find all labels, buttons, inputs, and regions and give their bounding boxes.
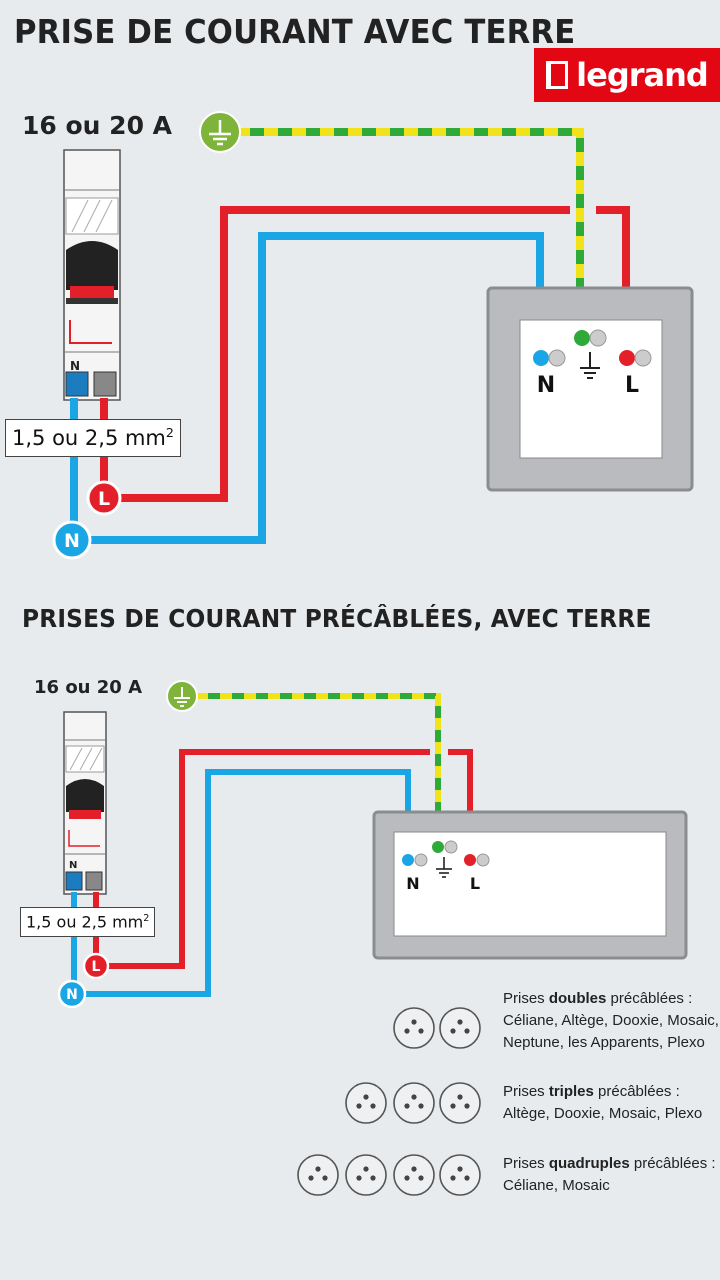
socket-quad-icon [393, 1154, 435, 1196]
neutral-wire-2 [71, 769, 411, 997]
svg-text:N: N [64, 530, 80, 552]
socket-quad-icon [297, 1154, 339, 1196]
svg-text:L: L [98, 488, 110, 510]
live-tag-1: L [86, 480, 122, 516]
legrand-logo: legrand [534, 48, 720, 102]
terminal-n-label-1: N [537, 373, 555, 398]
live-wire-1 [100, 206, 570, 502]
section-title-2: PRISES DE COURANT PRÉCÂBLÉES, AVEC TERRE [22, 604, 652, 633]
earth-symbol-1 [199, 111, 241, 153]
svg-text:N: N [66, 987, 78, 1003]
legend-triple: Prises triples précâblées : Altège, Doox… [503, 1083, 703, 1122]
socket-triple-icon [345, 1082, 387, 1124]
legend-icons [297, 1007, 481, 1196]
legrand-mark-icon [546, 61, 569, 89]
socket-quad-icon [439, 1154, 481, 1196]
terminal-l-label-2: L [470, 874, 480, 893]
socket-triple-icon [439, 1082, 481, 1124]
diagram-2: N N L [57, 680, 688, 1009]
wire-section-box-2: 1,5 ou 2,5 mm2 [20, 907, 156, 938]
breaker-rating-1: 16 ou 20 A [22, 111, 173, 140]
diagram-1: N [52, 111, 694, 560]
svg-text:L: L [92, 959, 101, 975]
breaker-n-label: N [70, 359, 80, 373]
wire-section-box-1: 1,5 ou 2,5 mm2 [5, 419, 181, 457]
live-wire-2 [93, 749, 430, 969]
outlet-1: N L [486, 286, 694, 492]
earth-wire-2 [196, 693, 441, 842]
breaker-rating-2: 16 ou 20 A [34, 677, 143, 698]
breaker-1: N [63, 149, 121, 401]
terminal-l-label-1: L [625, 373, 639, 398]
legrand-wordmark: legrand [576, 56, 709, 94]
page-title: PRISE DE COURANT AVEC TERRE [14, 12, 576, 51]
socket-double-icon [393, 1007, 435, 1049]
terminal-n-label-2: N [406, 874, 419, 893]
breaker-2-n-label: N [69, 860, 77, 871]
earth-symbol-2 [166, 680, 198, 712]
socket-triple-icon [393, 1082, 435, 1124]
legend-quad: Prises quadruples précâblées : Céliane, … [503, 1155, 716, 1194]
neutral-tag-1: N [52, 520, 92, 560]
neutral-wire-1 [70, 232, 544, 544]
neutral-tag-2: N [57, 979, 87, 1009]
socket-double-icon [439, 1007, 481, 1049]
socket-quad-icon [345, 1154, 387, 1196]
breaker-2: N [63, 711, 107, 895]
outlet-2: N L [372, 810, 688, 960]
legend-double: Prises doubles précâblées : Céliane, Alt… [503, 990, 719, 1051]
live-tag-2: L [82, 952, 110, 980]
earth-wire-1 [236, 128, 584, 335]
